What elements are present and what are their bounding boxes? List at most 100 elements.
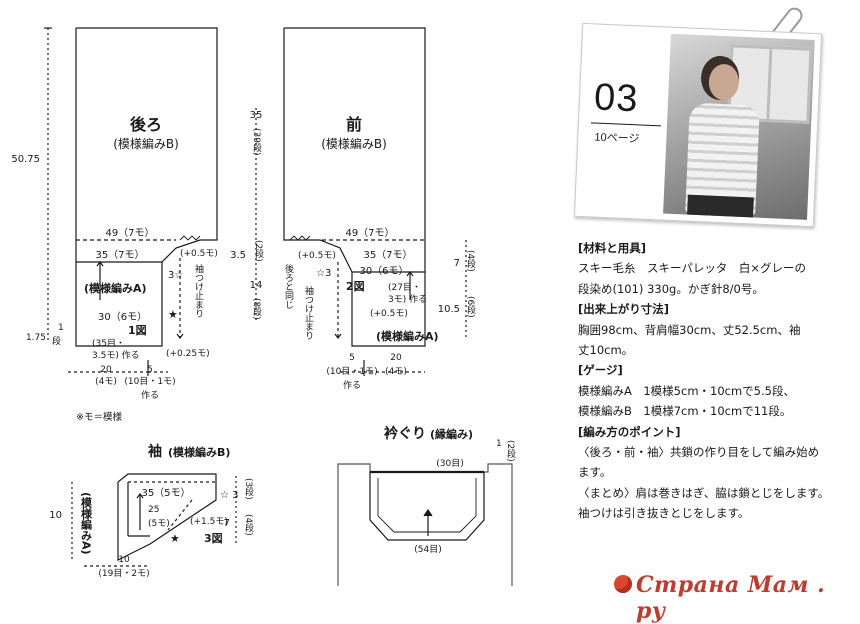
front-w30: 30（6モ） [359,265,408,277]
back-bottom20: 20 [100,365,112,375]
photo-card: 03 10ページ [573,22,823,228]
back-sleeve-stop: 袖つけ止まり [193,263,204,318]
front-b5u: (10目・1モ) [326,366,377,377]
front-sleeve-stop: 袖つけ止まり [303,285,314,340]
front-r4: (4段) [465,250,476,272]
back-subtitle: (模様編みB) [113,136,179,151]
collar-subtitle: (縁編み) [430,427,473,441]
sleeve-star3: ☆ 3 [220,490,239,501]
collar-top: (30目) [436,458,463,469]
sleeve-b10u: (19目・2モ) [98,568,149,579]
info-line: 〈まとめ〉肩は巻きはぎ、脇は鎖とじをします。 [578,485,830,500]
front-h14: 14 [250,280,263,291]
pattern-number: 03 [593,76,640,121]
back-plus05: (+0.5モ) [180,249,218,259]
back-fig: 1図 [128,323,147,337]
back-bottom20u: (4モ) [95,377,117,387]
front-h35dan: 3.5 [230,250,246,261]
watermark-logo-icon [614,575,632,593]
info-line: 丈10cm。 [578,343,634,358]
info-line: スキー毛糸 スキーパレッタ 白×グレーの [578,261,807,276]
front-outline [283,27,426,347]
back-lower-width: 35（7モ） [95,249,144,261]
back-width-label: 49（7モ） [105,227,154,239]
front-h2: (2段) [253,240,264,262]
front-b20: 20 [390,353,402,363]
sleeve-w25: 25 [148,505,159,515]
info-heading: [編み方のポイント] [578,424,681,439]
sleeve-title: 袖 [148,443,162,460]
sleeve-w25u: (5モ) [148,519,170,529]
info-line: 〈後ろ・前・袖〉共鎖の作り目をして編み始め [578,445,820,460]
front-plus05b: (+0.5モ) [370,309,408,319]
sleeve-outline [117,473,217,561]
back-star3: 3☆ [168,270,183,281]
front-row27: (27目・ [388,282,421,293]
info-line: 模様編みB 1模様7cm・10cmで11段。 [578,404,792,419]
back-outline [75,27,218,347]
back-cast1: (35目・ [92,338,125,349]
instructions-text: [材料と用具] スキー毛糸 スキーパレッタ 白×グレーの段染め(101) 330g… [578,238,848,524]
info-heading: [ゲージ] [578,363,623,378]
back-star: ★ [168,308,178,321]
sleeve-plus15: (+1.5モ) [190,517,228,527]
sleeve-b10: 10 [118,555,130,565]
info-heading: [材料と用具] [578,241,647,255]
info-line: 胸囲98cm、背肩幅30cm、丈52.5cm、袖 [578,322,801,337]
back-bottom5u: (10目・1モ) [124,376,175,387]
back-cast2: 3.5モ) 作る [92,349,140,361]
collar-title: 衿ぐり [384,425,426,442]
mo-note: ※モ＝模様 [76,411,122,423]
info-line: 模様編みA 1模様5cm・10cmで5.5段、 [578,383,795,398]
collar-outline [337,463,513,586]
photo-skirt [686,194,754,220]
back-make: 作る [141,389,159,401]
front-h39: (39段) [251,128,262,155]
front-r6: (6段) [465,296,476,318]
card-divider [590,122,661,127]
back-lower-bottom: 30（6モ） [98,311,147,323]
sleeve-star: ★ [170,532,180,545]
back-pattern-a: (模様編みA) [84,281,147,295]
front-r105: 10.5 [438,304,460,315]
front-fig: 2図 [346,279,365,293]
front-b5: 5 [349,353,355,363]
collar-right1: 1 [496,439,502,449]
front-h35: 35 [250,110,263,121]
back-height-label: 50.75 [11,154,40,165]
front-plus05a: (+0.5モ) [298,251,336,261]
front-make: 作る [343,379,361,391]
front-star3: ☆3 [316,268,331,279]
collar-bottom: (54目) [414,544,441,555]
info-line: ます。 [578,465,612,480]
front-back-same: 後ろと同じ [283,263,294,309]
sleeve-pattern-a: (模様編みA) [80,492,93,555]
back-side-dan: 段 [52,335,61,347]
collar-right2: (2段) [505,440,516,462]
front-b20u: (4モ) [385,367,407,377]
back-side175: 1.75 [26,333,46,343]
front-h8: (8段) [251,298,262,320]
sleeve-h10: 10 [49,510,62,521]
page-reference: 10ページ [594,131,640,146]
back-bottom5: 5 [147,365,153,375]
front-pattern-a: (模様編みA) [376,329,439,343]
back-side1: 1 [58,323,64,333]
front-row27b: 3モ) 作る [388,293,427,305]
sleeve-h7: 7 [224,518,230,529]
watermark: Страна Мам . ру [636,572,826,624]
pattern-diagram: 後ろ (模様編みB) 49（7モ） 50.75 35（7モ） (模様編みA) 3… [11,27,516,586]
sleeve-h4: (4段) [243,514,254,536]
sleeve-subtitle: (模様編みB) [168,445,230,459]
sleeve-fig: 3図 [204,531,223,545]
front-title: 前 [346,115,362,134]
info-line: 袖つけは引き抜きとじをします。 [578,506,750,521]
front-subtitle: (模様編みB) [321,136,387,151]
info-line: 段染め(101) 330g。かぎ針8/0号。 [578,281,764,296]
back-plus025: (+0.25モ) [166,349,210,359]
front-width-label: 49（7モ） [345,227,394,239]
sleeve-w35: 35（5モ） [141,487,190,499]
info-heading: [出来上がり寸法] [578,302,670,317]
front-lower-width: 35（7モ） [363,249,412,261]
model-photo [663,33,815,220]
